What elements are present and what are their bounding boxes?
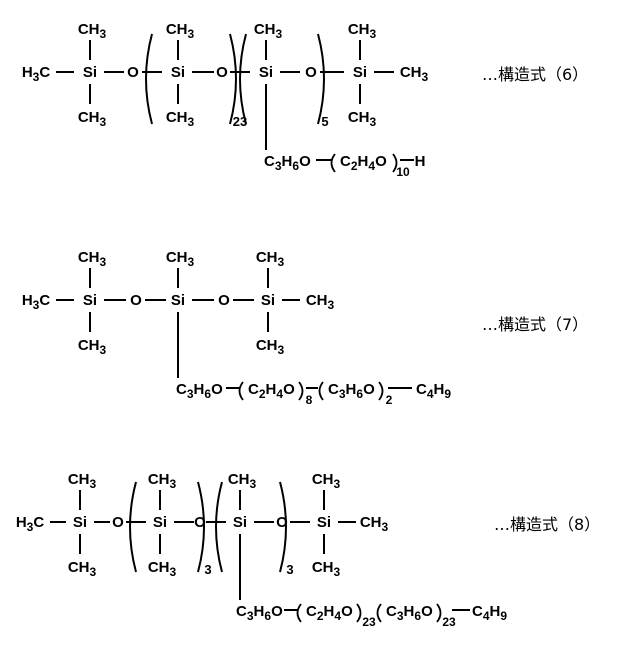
methyl-group-left: H3C	[22, 64, 51, 84]
oxygen-atom: O	[305, 64, 317, 81]
methyl-group-bottom: CH3	[312, 559, 341, 579]
methyl-group-right: CH3	[400, 64, 429, 84]
chain-paren-close	[299, 382, 303, 400]
propyleneoxy-unit: C3H6O	[328, 381, 375, 401]
repeat-paren-open	[240, 34, 246, 124]
chain-count-subscript: 23	[442, 615, 456, 629]
silicon-atom: Si	[353, 64, 367, 81]
silicon-atom: Si	[317, 514, 331, 531]
methyl-group-top: CH3	[148, 471, 177, 491]
methyl-group-top: CH3	[228, 471, 257, 491]
chain-paren-close	[379, 382, 383, 400]
repeat-count-subscript: 3	[286, 562, 293, 577]
butyl-group: C4H9	[416, 381, 451, 401]
chain-paren-open	[320, 382, 324, 400]
propyleneoxy-linker: C3H6O	[176, 381, 223, 401]
methyl-group-right: CH3	[360, 514, 389, 534]
methyl-group-top: CH3	[166, 249, 195, 269]
methyl-group-bottom: CH3	[78, 337, 107, 357]
chain-paren-close	[437, 604, 441, 622]
methyl-group-bottom: CH3	[148, 559, 177, 579]
formula-label: …構造式（8）	[494, 515, 600, 534]
methyl-group-right: CH3	[306, 292, 335, 312]
repeat-paren-open	[216, 482, 222, 572]
methyl-group-left: H3C	[22, 292, 51, 312]
repeat-paren-open	[130, 482, 136, 572]
propyleneoxy-unit: C3H6O	[386, 603, 433, 623]
chain-paren-open	[240, 382, 244, 400]
repeat-count-subscript: 3	[204, 562, 211, 577]
methyl-group-top: CH3	[68, 471, 97, 491]
oxygen-atom: O	[127, 64, 139, 81]
oxygen-atom: O	[216, 64, 228, 81]
oxygen-atom: O	[130, 292, 142, 309]
chain-paren-close	[357, 604, 361, 622]
silicon-atom: Si	[83, 292, 97, 309]
chain-count-subscript: 2	[386, 393, 393, 407]
methyl-group-bottom: CH3	[166, 109, 195, 129]
propyleneoxy-linker: C3H6O	[264, 153, 311, 173]
silicon-atom: Si	[171, 292, 185, 309]
chain-paren-open	[298, 604, 302, 622]
methyl-group-top: CH3	[348, 21, 377, 41]
chain-count-subscript: 8	[306, 393, 313, 407]
oxygen-atom: O	[112, 514, 124, 531]
methyl-group-left: H3C	[16, 514, 45, 534]
methyl-group-top: CH3	[254, 21, 283, 41]
methyl-group-top: CH3	[78, 249, 107, 269]
chain-count-subscript: 23	[362, 615, 376, 629]
silicon-atom: Si	[261, 292, 275, 309]
methyl-group-top: CH3	[312, 471, 341, 491]
butyl-group: C4H9	[472, 603, 507, 623]
methyl-group-top: CH3	[256, 249, 285, 269]
ethyleneoxy-unit: C2H4O	[248, 381, 295, 401]
silicon-atom: Si	[153, 514, 167, 531]
methyl-group-bottom: CH3	[68, 559, 97, 579]
methyl-group-top: CH3	[78, 21, 107, 41]
silicon-atom: Si	[171, 64, 185, 81]
ethyleneoxy-unit: C2H4O	[306, 603, 353, 623]
ethyleneoxy-unit: C2H4O	[340, 153, 387, 173]
oxygen-atom: O	[218, 292, 230, 309]
silicon-atom: Si	[73, 514, 87, 531]
repeat-paren-close	[318, 34, 324, 124]
silicon-atom: Si	[233, 514, 247, 531]
methyl-group-bottom: CH3	[256, 337, 285, 357]
methyl-group-top: CH3	[166, 21, 195, 41]
chain-count-subscript: 10	[396, 165, 410, 179]
formula-label: …構造式（6）	[482, 65, 588, 84]
chain-paren-open	[332, 154, 336, 172]
chain-paren-open	[378, 604, 382, 622]
methyl-group-bottom: CH3	[78, 109, 107, 129]
hydrogen-atom: H	[415, 153, 426, 170]
repeat-paren-close	[230, 34, 236, 124]
repeat-count-subscript: 5	[321, 114, 328, 129]
propyleneoxy-linker: C3H6O	[236, 603, 283, 623]
repeat-paren-open	[146, 34, 152, 124]
methyl-group-bottom: CH3	[348, 109, 377, 129]
silicon-atom: Si	[259, 64, 273, 81]
formula-label: …構造式（7）	[482, 315, 588, 334]
silicon-atom: Si	[83, 64, 97, 81]
